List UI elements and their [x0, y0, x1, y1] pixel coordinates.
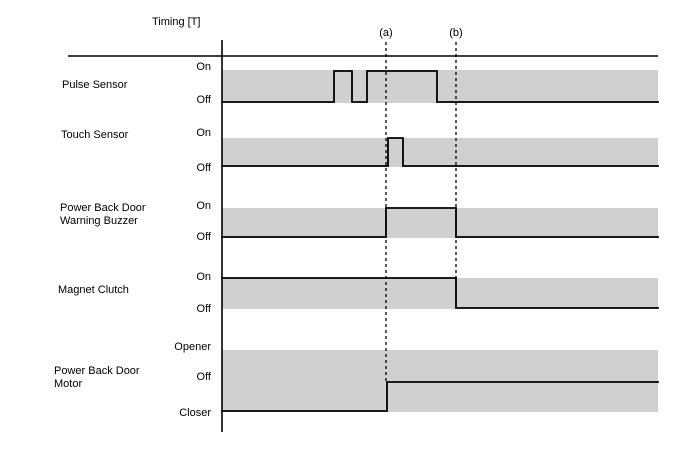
row-label-pulse-sensor: Pulse Sensor: [62, 79, 128, 91]
level-label-magnet-clutch-off: Off: [196, 303, 211, 315]
state-band-touch-sensor: [222, 138, 658, 167]
level-label-touch-sensor-off: Off: [196, 162, 211, 174]
level-label-warning-buzzer-off: Off: [196, 231, 211, 243]
row-label-motor-line1: Power Back Door: [54, 365, 140, 377]
diagram-title: Timing [T]: [152, 16, 201, 28]
state-band-warning-buzzer: [222, 208, 658, 238]
row-label-touch-sensor: Touch Sensor: [61, 129, 129, 141]
level-label-warning-buzzer-on: On: [196, 200, 211, 212]
level-label-pulse-sensor-on: On: [196, 61, 211, 73]
level-label-touch-sensor-on: On: [196, 127, 211, 139]
marker-label-b: (b): [449, 27, 463, 39]
signal-trace-warning-buzzer: [221, 207, 659, 238]
row-label-warning-buzzer-line1: Power Back Door: [60, 202, 146, 214]
level-label-pulse-sensor-off: Off: [196, 94, 211, 106]
row-label-motor-line2: Motor: [54, 378, 83, 390]
level-label-magnet-clutch-on: On: [196, 271, 211, 283]
signal-trace-magnet-clutch: [221, 277, 659, 309]
state-band-motor: [222, 350, 658, 412]
state-band-magnet-clutch: [222, 278, 658, 309]
level-label-motor-closer: Closer: [179, 407, 211, 419]
marker-label-a: (a): [379, 27, 393, 39]
level-label-motor-opener: Opener: [174, 341, 211, 353]
signal-trace-touch-sensor: [221, 137, 659, 167]
state-band-pulse-sensor: [222, 70, 658, 103]
row-label-warning-buzzer-line2: Warning Buzzer: [60, 215, 138, 227]
row-label-magnet-clutch: Magnet Clutch: [58, 284, 129, 296]
signal-trace-pulse-sensor: [221, 70, 659, 103]
signal-trace-motor: [221, 381, 659, 412]
level-label-motor-off: Off: [196, 371, 211, 383]
